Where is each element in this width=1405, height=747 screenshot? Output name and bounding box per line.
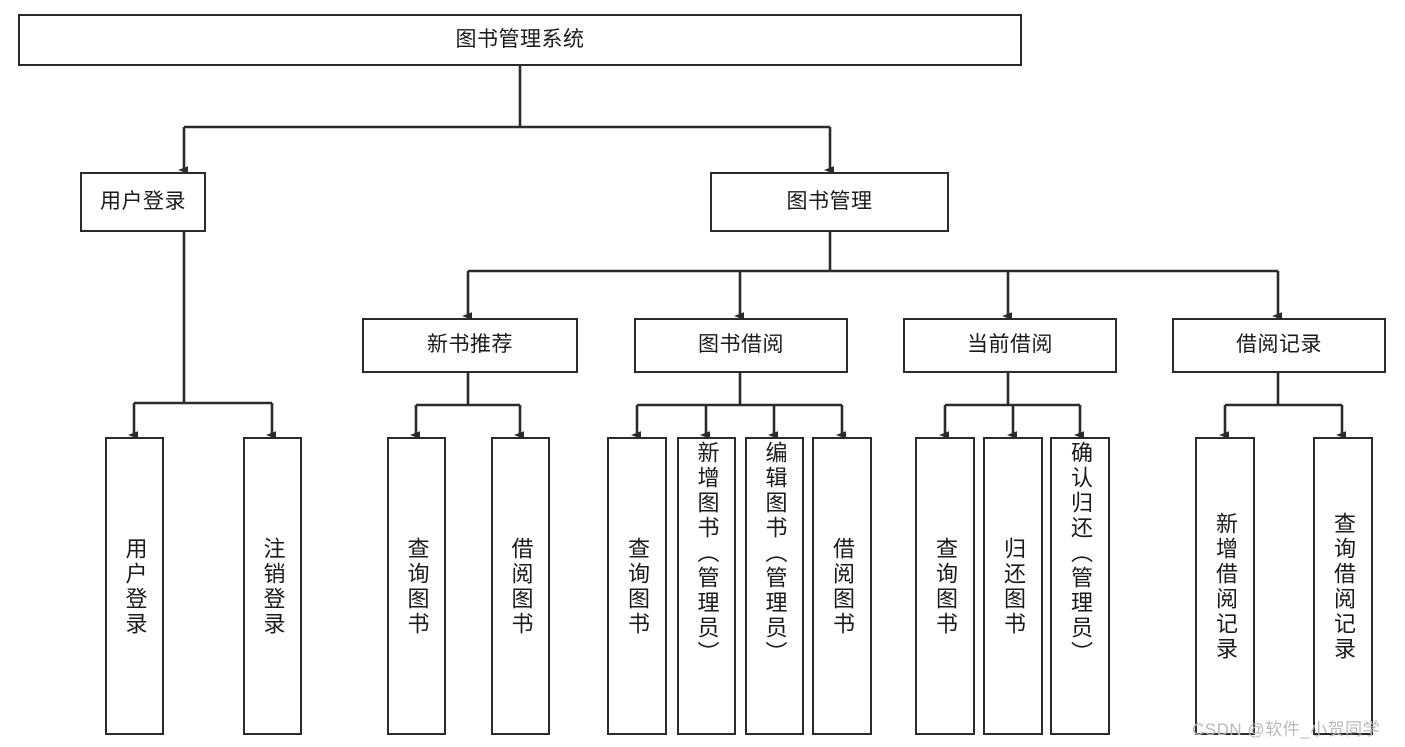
- node-label: 归还图书: [1001, 537, 1026, 637]
- edges-book-management-to-level2: [462, 232, 1282, 320]
- node-label: 借阅图书: [508, 537, 534, 637]
- node-book-borrow[interactable]: 图书借阅: [634, 318, 848, 373]
- node-label: 查询图书: [625, 537, 650, 637]
- edges-user-login-to-leaves: [128, 232, 276, 439]
- node-borrow-record[interactable]: 借阅记录: [1172, 318, 1386, 373]
- leaf-return-book[interactable]: 归还图书: [983, 437, 1043, 735]
- node-label: 新增图书（管理员）: [694, 441, 720, 666]
- leaf-borrow-book-2[interactable]: 借阅图书: [812, 437, 872, 735]
- node-label: 图书管理: [786, 189, 873, 213]
- node-label: 当前借阅: [967, 333, 1053, 357]
- leaf-edit-book[interactable]: 编辑图书（管理员）: [745, 437, 804, 735]
- edges-borrow-record-to-leaves: [1219, 373, 1346, 439]
- node-book-management[interactable]: 图书管理: [710, 172, 949, 232]
- node-label: 确认归还（管理员）: [1068, 441, 1093, 666]
- node-label: 用户登录: [122, 537, 148, 637]
- leaf-add-book[interactable]: 新增图书（管理员）: [677, 437, 736, 735]
- node-label: 新书推荐: [427, 333, 513, 357]
- leaf-borrow-book-1[interactable]: 借阅图书: [491, 437, 550, 735]
- leaf-confirm-return[interactable]: 确认归还（管理员）: [1050, 437, 1110, 735]
- edges-book-borrow-to-leaves: [631, 373, 846, 439]
- leaf-query-book-1[interactable]: 查询图书: [387, 437, 446, 735]
- node-root-system[interactable]: 图书管理系统: [18, 14, 1022, 66]
- node-label: 新增借阅记录: [1213, 512, 1238, 662]
- node-label: 借阅图书: [830, 537, 855, 637]
- leaf-query-book-3[interactable]: 查询图书: [915, 437, 975, 735]
- leaf-query-book-2[interactable]: 查询图书: [607, 437, 667, 735]
- leaf-add-record[interactable]: 新增借阅记录: [1195, 437, 1255, 735]
- node-label: 用户登录: [100, 189, 186, 213]
- leaf-user-login[interactable]: 用户登录: [105, 437, 164, 735]
- node-new-book-recommend[interactable]: 新书推荐: [362, 318, 578, 373]
- node-label: 图书借阅: [698, 333, 784, 357]
- node-current-borrow[interactable]: 当前借阅: [903, 318, 1117, 373]
- csdn-watermark: CSDN @软件_小贺同学: [1192, 720, 1381, 739]
- edges-root-to-level1: [178, 66, 834, 174]
- edges-current-borrow-to-leaves: [939, 373, 1084, 439]
- node-label: 图书管理系统: [455, 27, 585, 51]
- leaf-query-record[interactable]: 查询借阅记录: [1313, 437, 1373, 735]
- node-label: 查询图书: [933, 537, 958, 637]
- node-label: 注销登录: [260, 537, 286, 637]
- node-label: 查询图书: [404, 537, 430, 637]
- leaf-user-logout[interactable]: 注销登录: [243, 437, 302, 735]
- node-label: 编辑图书（管理员）: [762, 441, 788, 666]
- node-user-login[interactable]: 用户登录: [80, 172, 206, 232]
- node-label: 查询借阅记录: [1331, 512, 1356, 662]
- node-label: 借阅记录: [1236, 333, 1322, 357]
- edges-new-book-to-leaves: [410, 373, 524, 439]
